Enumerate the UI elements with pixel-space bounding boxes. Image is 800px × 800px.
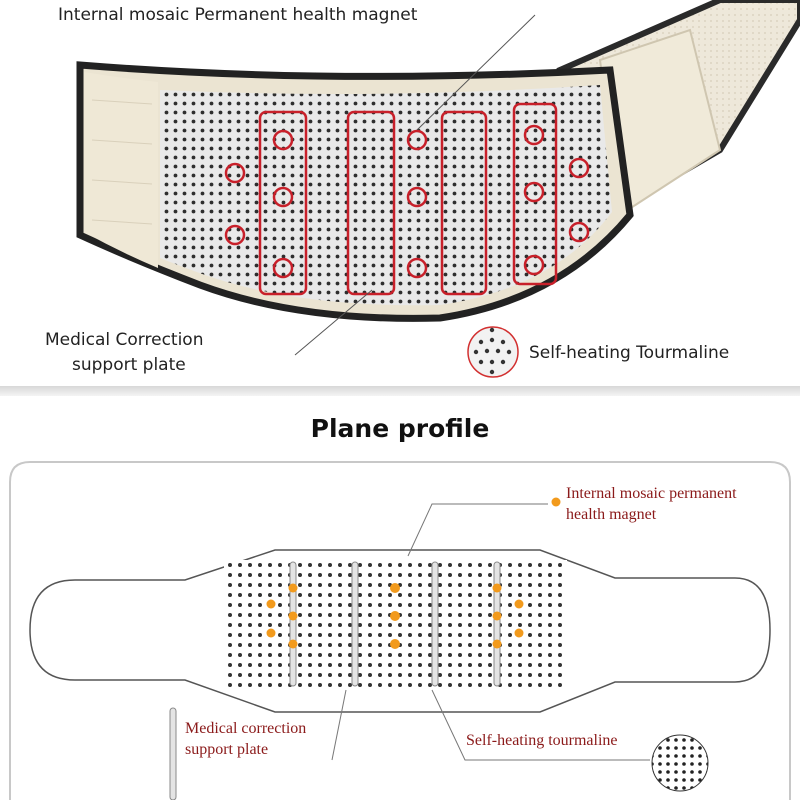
legend-magnet-dot <box>551 497 561 507</box>
profile-support-plate <box>351 561 359 687</box>
profile-tourmaline-zoom <box>651 734 709 792</box>
profile-magnet <box>492 611 502 621</box>
belt-photo-illustration <box>76 0 800 378</box>
support-plate-outline-3 <box>440 110 488 296</box>
callout-line-plate <box>294 289 373 356</box>
label-magnet-profile-line2: health magnet <box>566 506 657 523</box>
section-divider <box>0 386 800 396</box>
profile-magnet <box>266 628 276 638</box>
support-plate-outline-2 <box>346 110 396 296</box>
magnet-circle <box>568 157 590 179</box>
magnet-circle <box>523 181 545 203</box>
profile-magnet <box>492 583 502 593</box>
profile-support-plate <box>493 561 501 687</box>
belt-left-fabric <box>84 72 158 268</box>
label-plate-photo-line1: Medical Correction <box>45 330 204 350</box>
profile-magnet <box>390 611 400 621</box>
magnet-circle <box>568 221 590 243</box>
photo-section: Internal mosaic Permanent health magnet … <box>0 0 800 386</box>
plane-profile-title: Plane profile <box>310 414 490 443</box>
profile-magnet <box>288 583 298 593</box>
callout-line-profile-plate <box>331 689 347 761</box>
profile-magnet <box>390 639 400 649</box>
magnet-circle <box>224 162 246 184</box>
profile-tourmaline-panel <box>224 560 567 690</box>
profile-magnet <box>266 599 276 609</box>
profile-magnet <box>288 639 298 649</box>
callout-line-profile-magnet <box>407 503 548 557</box>
profile-frame <box>9 461 791 800</box>
magnet-circle <box>523 124 545 146</box>
plane-profile-diagram <box>9 461 791 800</box>
profile-magnet <box>288 611 298 621</box>
profile-magnet <box>390 583 400 593</box>
label-magnet-profile-line1: Internal mosaic permanent <box>566 485 737 502</box>
magnet-circle <box>406 257 428 279</box>
support-plate-outline-4 <box>512 102 558 286</box>
callout-line-profile-tourmaline <box>431 689 650 761</box>
magnet-circle <box>406 129 428 151</box>
tourmaline-zoom-circle <box>467 326 519 378</box>
profile-magnet <box>514 628 524 638</box>
magnet-circle <box>523 254 545 276</box>
label-tourmaline-photo: Self-heating Tourmaline <box>529 343 730 363</box>
magnet-circle <box>272 257 294 279</box>
profile-support-plate <box>289 561 297 687</box>
profile-magnet <box>492 639 502 649</box>
magnet-circle <box>406 186 428 208</box>
label-plate-profile-line1: Medical correction <box>185 720 307 737</box>
magnet-circle <box>272 129 294 151</box>
magnet-circle <box>224 224 246 246</box>
profile-support-plate <box>431 561 439 687</box>
profile-magnet <box>514 599 524 609</box>
label-tourmaline-profile: Self-heating tourmaline <box>466 732 618 749</box>
support-plate-outline-1 <box>258 110 308 296</box>
label-plate-profile-line2: support plate <box>185 741 269 758</box>
profile-support-plate-sample <box>169 707 177 800</box>
magnet-circle <box>272 186 294 208</box>
label-plate-photo-line2: support plate <box>72 355 186 375</box>
callout-line-magnet <box>416 14 536 131</box>
label-magnet-photo: Internal mosaic Permanent health magnet <box>58 5 418 25</box>
